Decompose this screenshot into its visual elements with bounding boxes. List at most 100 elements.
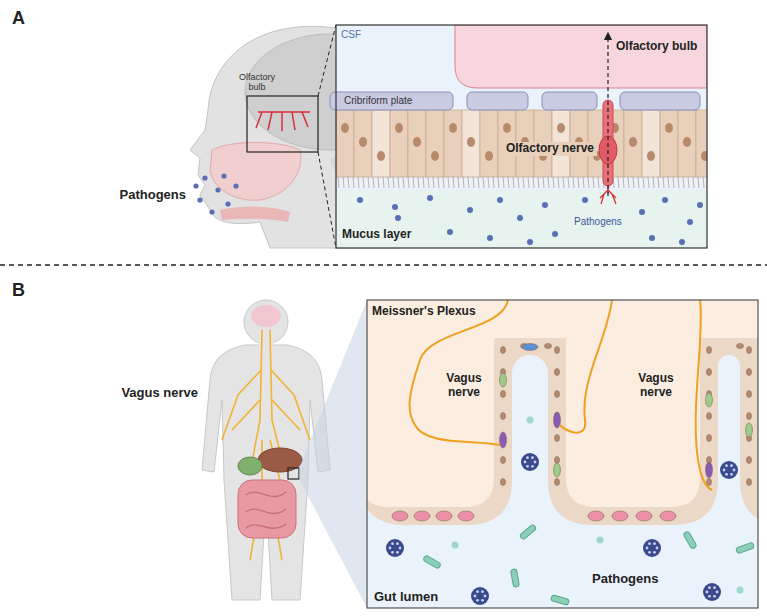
illustration-part (246, 492, 286, 528)
illustration-part (220, 206, 290, 222)
illustration-part (612, 511, 628, 521)
illustration-part (583, 177, 584, 188)
illustration-part (410, 300, 508, 445)
illustration-part (707, 369, 712, 376)
illustration-part (448, 177, 449, 188)
illustration-part (678, 110, 696, 177)
illustration-part (483, 177, 484, 188)
illustration-part (414, 511, 430, 521)
label: CSF (341, 29, 361, 41)
illustration-part (665, 123, 673, 133)
illustration-part (353, 177, 354, 188)
label: Pathogens (574, 216, 622, 228)
illustration-part (647, 151, 655, 161)
illustration-part (391, 542, 394, 545)
illustration-part (555, 391, 560, 398)
illustration-part (358, 177, 359, 188)
zoom-line (318, 152, 336, 248)
illustration-part (543, 177, 544, 188)
illustration-part (683, 177, 684, 188)
illustration-part (501, 413, 506, 420)
illustration-part (649, 235, 655, 241)
illustration-part (498, 177, 499, 188)
illustration-part (202, 175, 207, 180)
illustration-part (336, 110, 707, 177)
illustration-part (348, 177, 349, 188)
illustration-part (436, 511, 452, 521)
illustration-part (354, 110, 372, 177)
cribriform-plate (330, 92, 700, 110)
illustration-part (663, 177, 664, 188)
illustration-part (330, 92, 453, 110)
illustration-part (588, 511, 604, 521)
illustration-part (538, 177, 539, 188)
illustration-part (256, 112, 262, 128)
illustration-part (367, 300, 512, 525)
illustration-part (527, 239, 533, 245)
illustration-part (251, 305, 281, 327)
illustration-part (484, 595, 487, 598)
illustration-part (458, 511, 474, 521)
illustration-part (618, 177, 619, 188)
illustration-part (343, 177, 344, 188)
illustration-part (508, 177, 509, 188)
illustration-part (222, 330, 310, 560)
illustration-part (653, 542, 656, 545)
illustration-part (392, 511, 408, 521)
illustration-part (747, 413, 752, 420)
illustration-part (467, 207, 473, 213)
label: A (12, 8, 25, 29)
illustration-part (747, 347, 752, 354)
illustration-part (367, 300, 758, 507)
illustration-part (481, 599, 484, 602)
illustration-part (474, 595, 477, 598)
illustration-part (468, 177, 469, 188)
illustration-part (747, 479, 752, 486)
illustration-part (386, 417, 754, 606)
illustration-part (338, 177, 704, 188)
illustration-part (553, 177, 554, 188)
illustration-part (473, 177, 474, 188)
illustration-part (733, 469, 736, 472)
illustration-part (500, 373, 507, 387)
illustration-part (554, 463, 561, 477)
illustration-part (673, 177, 674, 188)
illustration-part (703, 583, 721, 601)
illustration-part (209, 209, 214, 214)
illustration-part (238, 457, 262, 475)
illustration-part (396, 551, 399, 554)
illustration-part (648, 542, 651, 545)
illustration-part (696, 110, 707, 177)
illustration-part (730, 473, 733, 476)
label: Gut lumen (374, 590, 438, 605)
illustration-part (302, 112, 308, 127)
illustration-part (418, 177, 419, 188)
illustration-part (281, 112, 283, 131)
illustration-part (648, 551, 651, 554)
illustration-part (372, 110, 390, 177)
illustration-part (503, 177, 504, 188)
label: Vagus nerve (630, 372, 682, 400)
illustration-part (747, 457, 752, 464)
illustration-part (270, 330, 282, 460)
illustration-part (513, 177, 514, 188)
inset-frame (336, 25, 707, 248)
illustration-part (399, 547, 402, 550)
illustration-part (620, 92, 700, 110)
illustration-part (703, 177, 704, 188)
illustration-part (363, 177, 364, 188)
illustration-part (522, 344, 538, 351)
illustration-part (555, 457, 560, 464)
illustration-part (560, 300, 612, 433)
illustration-part (395, 123, 403, 133)
illustration-part (688, 177, 689, 188)
illustration-part (359, 137, 367, 147)
illustration-part (668, 177, 669, 188)
illustration-part (678, 177, 679, 188)
illustration-part (566, 300, 700, 507)
illustration-part (233, 183, 238, 188)
illustration-part (336, 110, 707, 177)
illustration-part (215, 187, 220, 192)
illustration-part (707, 479, 712, 486)
illustration-part (555, 479, 560, 486)
